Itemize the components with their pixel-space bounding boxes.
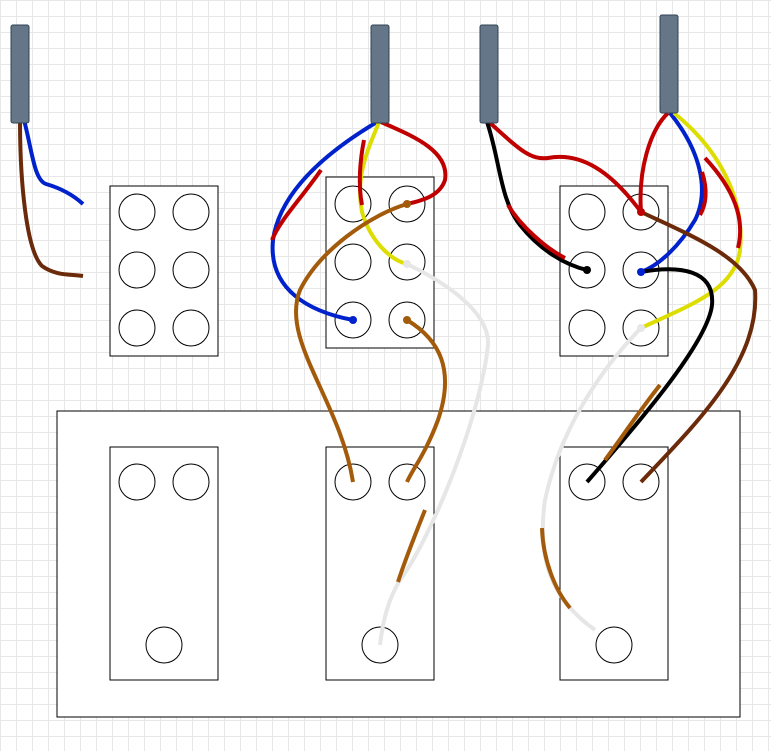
wire-blue	[22, 119, 85, 206]
terminal	[172, 193, 210, 231]
wire-black	[585, 267, 715, 484]
wire-orange-brown	[603, 383, 662, 462]
wire-dot	[637, 324, 645, 332]
wire-red	[270, 168, 323, 241]
base-module-right	[559, 446, 669, 681]
terminal	[172, 463, 210, 501]
terminal	[145, 626, 183, 664]
wire-red	[357, 139, 366, 206]
terminal	[334, 185, 372, 223]
wire-black	[485, 121, 588, 272]
wire-red	[698, 171, 708, 217]
wire-white	[378, 262, 491, 646]
terminal	[118, 463, 156, 501]
terminal	[568, 193, 606, 231]
wire-dot	[583, 266, 591, 274]
wire-dot	[637, 268, 645, 276]
wire-dot	[637, 208, 645, 216]
wire-red	[487, 120, 643, 214]
switch-box-left	[109, 185, 219, 357]
wire-red	[703, 156, 743, 249]
cable-4	[659, 14, 679, 114]
wire-yellow	[640, 111, 743, 330]
terminal	[118, 251, 156, 289]
wire-dot	[403, 200, 411, 208]
wire-red	[380, 120, 448, 206]
wire-orange-brown	[293, 202, 408, 483]
terminal	[172, 251, 210, 289]
wire-orange-brown	[540, 527, 572, 610]
wire-brown	[639, 210, 758, 484]
wire-dot	[403, 260, 411, 268]
base-module-left	[109, 446, 219, 681]
wire-yellow	[358, 121, 408, 266]
wire-dot	[403, 316, 411, 324]
terminal	[118, 309, 156, 347]
cable-1	[10, 24, 30, 124]
wire-dot	[349, 316, 357, 324]
cable-3	[479, 24, 499, 124]
wire-orange-brown	[405, 318, 447, 483]
wire-red	[506, 203, 566, 260]
cable-2	[370, 24, 390, 124]
base-module-middle	[325, 446, 435, 681]
terminal	[172, 309, 210, 347]
terminal	[334, 243, 372, 281]
terminal	[595, 626, 633, 664]
wire-brown	[18, 119, 84, 278]
wire-red	[638, 111, 670, 213]
wire-orange-brown	[396, 509, 427, 583]
terminal	[568, 309, 606, 347]
wire-blue	[640, 111, 704, 274]
terminal	[118, 193, 156, 231]
